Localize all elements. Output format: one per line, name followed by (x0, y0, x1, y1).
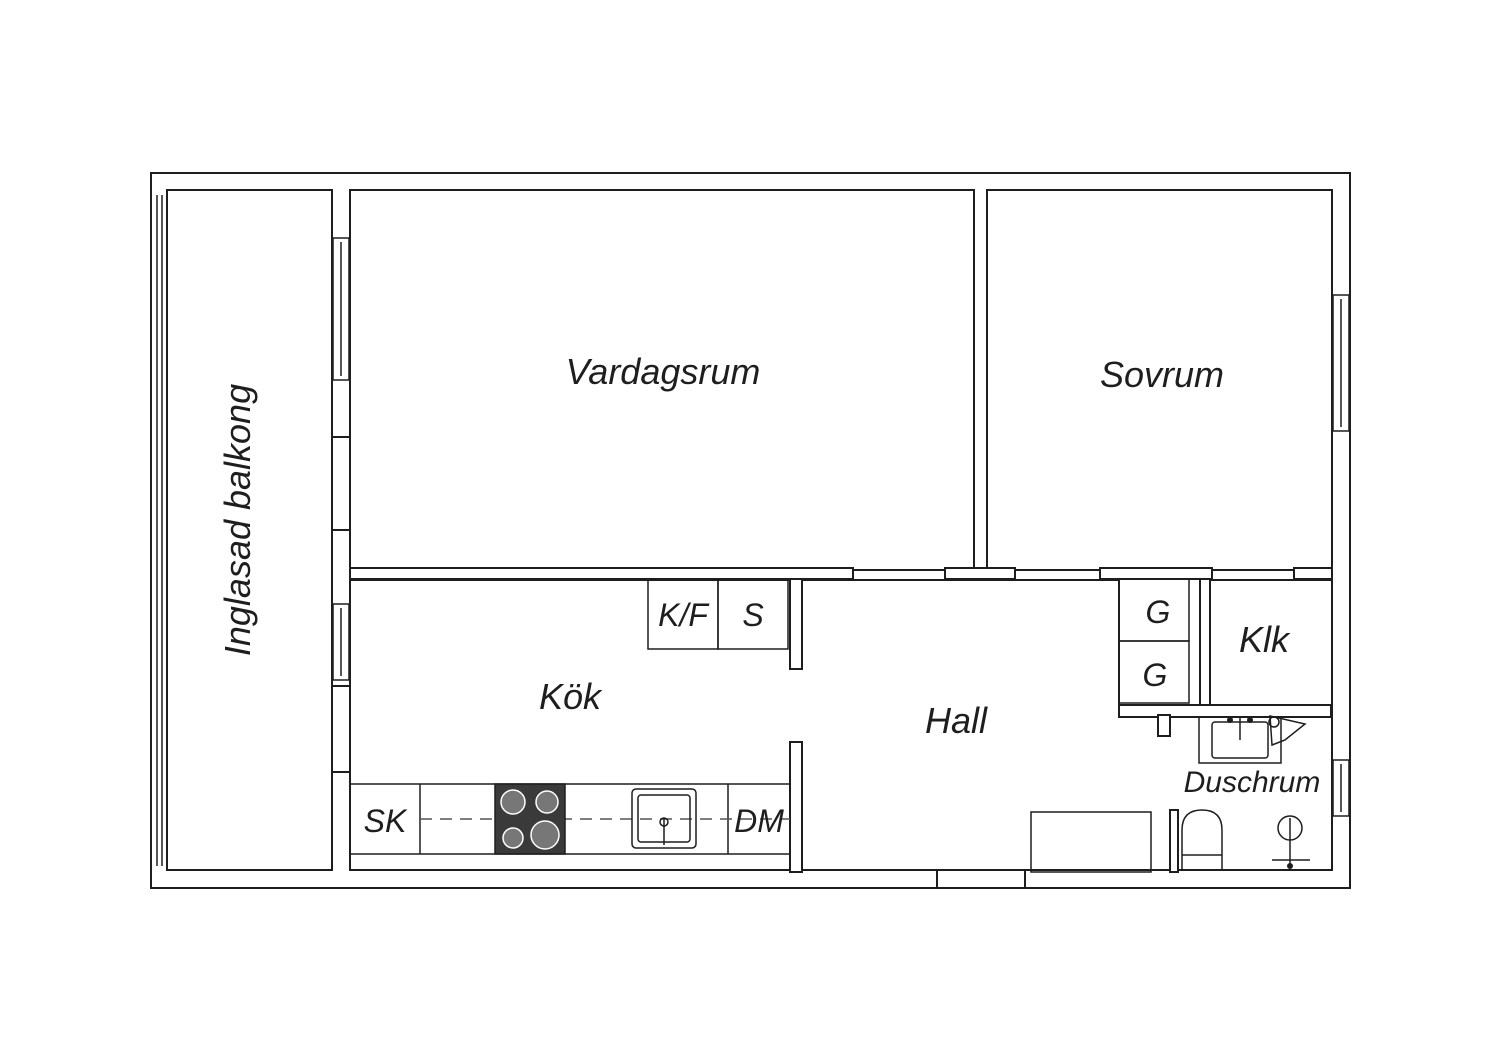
exterior-windows (1332, 294, 1350, 817)
kitchen-counter: SK DM (349, 783, 791, 855)
room-label-hall: Hall (925, 700, 988, 741)
balcony-wall-windows (332, 237, 350, 681)
room-label-shower: Duschrum (1184, 766, 1321, 799)
balcony-glazing (156, 195, 163, 866)
wardrobe-1-label: G (1146, 594, 1171, 630)
interior-walls (332, 436, 1333, 888)
wardrobes: G G (1118, 578, 1190, 704)
storage-label: S (742, 597, 763, 633)
stove-icon (494, 783, 566, 855)
fridge-freezer-label: K/F (658, 597, 710, 633)
room-label-bedroom: Sovrum (1100, 354, 1224, 395)
bathroom-fixtures (1030, 715, 1310, 873)
kitchen-upper-units: K/F S (647, 578, 789, 650)
toilet-icon (1181, 809, 1223, 871)
room-label-closet: Klk (1239, 619, 1291, 660)
cabinet-label: SK (364, 803, 408, 839)
room-label-living: Vardagsrum (566, 351, 761, 392)
room-label-kitchen: Kök (539, 676, 603, 717)
dishwasher-label: DM (734, 803, 784, 839)
kitchen-sink-icon (631, 788, 697, 849)
wardrobe-2-label: G (1143, 657, 1168, 693)
outer-wall (150, 172, 1351, 889)
washbasin-icon (1198, 715, 1307, 764)
room-label-balcony: Inglasad balkong (217, 384, 258, 656)
shower-icon (1272, 815, 1310, 869)
